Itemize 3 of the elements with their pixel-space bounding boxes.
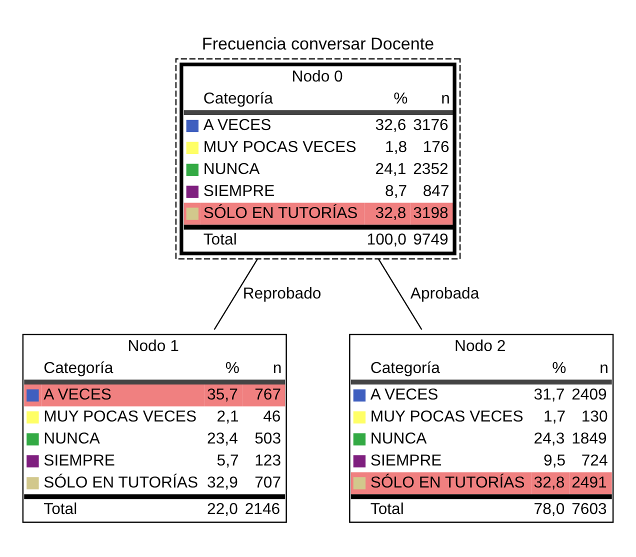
diagram-title: Frecuencia conversar Docente (202, 34, 434, 53)
edge-label: Aprobada (410, 284, 480, 302)
edge-label: Reprobado (242, 284, 322, 302)
